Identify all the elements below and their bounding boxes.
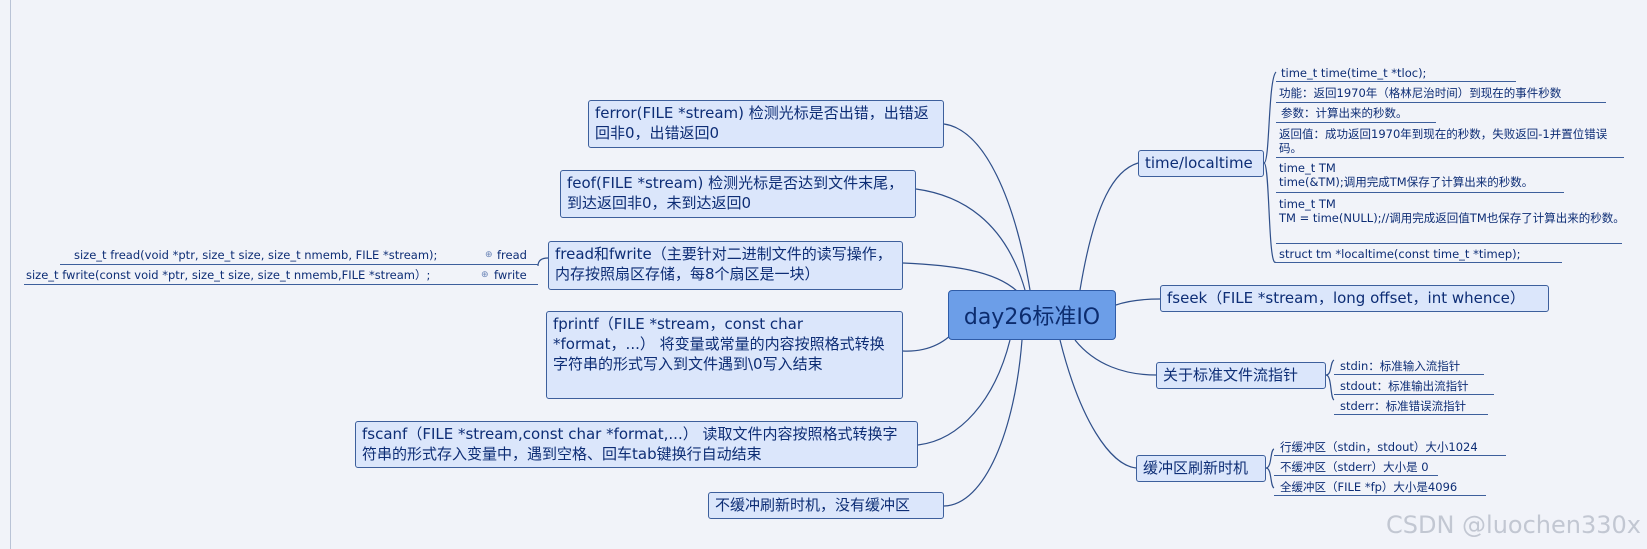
time-child-function: 功能：返回1970年（格林尼治时间）到现在的事件秒数 [1279,86,1562,100]
time-child-param: 参数：计算出来的秒数。 [1281,106,1408,120]
link-buffer-children [1265,448,1275,469]
link-fread-child [537,257,549,267]
stdio-child-stdin: stdin：标准输入流指针 [1340,359,1461,373]
fread-signature: size_t fread(void *ptr, size_t size, siz… [74,248,438,262]
link-nobuffer [943,339,1023,507]
link-stdio-children [1325,359,1335,376]
root-node[interactable]: day26标准IO [948,290,1116,340]
node-fseek[interactable]: fseek（FILE *stream，long offset，int whenc… [1160,285,1549,312]
node-fread-fwrite[interactable]: fread和fwrite（主要针对二进制文件的读写操作，内存按照扇区存储，每8个… [548,241,903,290]
link-fseek [1115,298,1161,306]
node-buffer-flush[interactable]: 缓冲区刷新时机 [1136,455,1266,482]
node-fprintf[interactable]: fprintf（FILE *stream，const char *format，… [546,311,903,399]
fwrite-tag: fwrite [494,268,527,282]
time-child-example1: time_t TM time(&TM);调用完成TM保存了计算出来的秒数。 [1279,161,1534,189]
node-time-localtime[interactable]: time/localtime [1138,150,1264,177]
buffer-child-full: 全缓冲区（FILE *fp）大小是4096 [1280,480,1458,494]
link-feof [915,188,1026,291]
buffer-child-line: 行缓冲区（stdin，stdout）大小1024 [1280,440,1478,454]
link-stdio [1074,339,1157,376]
fwrite-marker-icon: ⊕ [481,270,489,280]
csdn-watermark: CSDN @luochen330x [1385,511,1641,539]
time-child-signature: time_t time(time_t *tloc); [1281,66,1427,80]
node-ferror[interactable]: ferror(FILE *stream) 检测光标是否出错，出错返回非0，出错返… [588,100,944,148]
node-feof[interactable]: feof(FILE *stream) 检测光标是否达到文件末尾，到达返回非0，未… [560,170,916,218]
time-child-return: 返回值：成功返回1970年到现在的秒数，失败返回-1并置位错误码。 [1279,127,1608,155]
link-time-children [1263,71,1277,164]
node-std-stream[interactable]: 关于标准文件流指针 [1156,362,1326,389]
link-fread [902,262,1019,293]
node-no-buffer[interactable]: 不缓冲刷新时机，没有缓冲区 [708,492,944,519]
fread-marker-icon: ⊕ [485,250,493,260]
node-fscanf[interactable]: fscanf（FILE *stream,const char *format,.… [355,421,918,468]
fread-tag: fread [497,248,527,262]
stdio-child-stderr: stderr：标准错误流指针 [1340,399,1467,413]
stdio-child-stdout: stdout：标准输出流指针 [1340,379,1469,393]
time-child-localtime: struct tm *localtime(const time_t *timep… [1279,247,1521,261]
link-time [1079,162,1139,291]
buffer-child-none: 不缓冲区（stderr）大小是 0 [1280,460,1429,474]
time-child-example2: time_t TM TM = time(NULL);//调用完成返回值TM也保存… [1279,197,1625,225]
fwrite-signature: size_t fwrite(const void *ptr, size_t si… [26,268,431,282]
link-fscanf [917,339,1011,446]
link-ferror [943,123,1031,291]
left-border-line [10,0,11,549]
link-buffer [1059,339,1137,469]
